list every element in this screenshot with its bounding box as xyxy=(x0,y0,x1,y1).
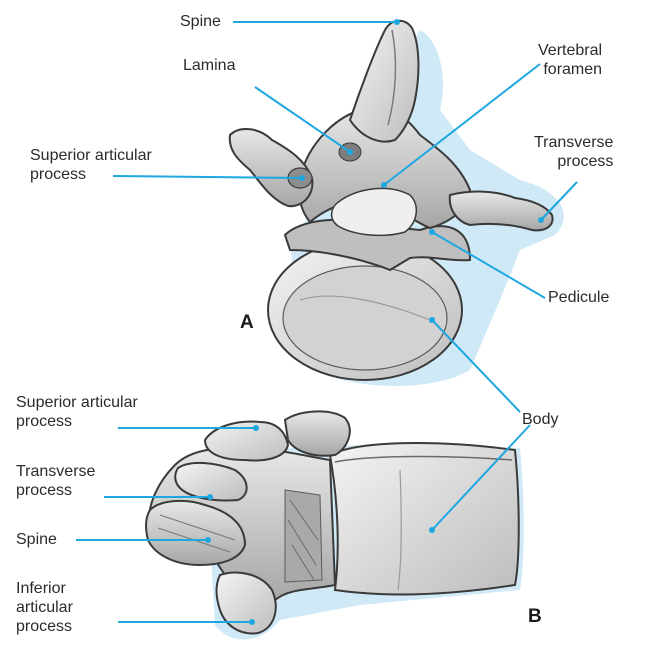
label-spine-a: Spine xyxy=(180,12,221,31)
leader-dot-superior-articular-b xyxy=(253,425,259,431)
label-body: Body xyxy=(522,410,558,429)
panel-label-a: A xyxy=(240,312,254,334)
leader-dot-transverse-a xyxy=(538,217,544,223)
leader-dot-spine-a xyxy=(394,19,400,25)
label-inferior-articular-b: Inferior articular process xyxy=(16,579,73,636)
pedicle-b xyxy=(285,490,322,582)
label-spine-b: Spine xyxy=(16,530,57,549)
leader-dot-lamina xyxy=(347,149,353,155)
leader-dot-body-b xyxy=(429,527,435,533)
leader-dot-spine-b xyxy=(205,537,211,543)
label-pedicule: Pedicule xyxy=(548,288,609,307)
panel-label-b: B xyxy=(528,606,542,628)
label-superior-articular-b: Superior articular process xyxy=(16,393,138,431)
label-transverse-a: Transverse process xyxy=(534,133,613,171)
body-surface-a xyxy=(283,266,447,370)
leader-dot-body-a xyxy=(429,317,435,323)
vertebra-lateral-view xyxy=(146,411,524,639)
label-superior-articular-a: Superior articular process xyxy=(30,146,152,184)
leader-dot-inferior-articular-b xyxy=(249,619,255,625)
leader-dot-superior-articular-a xyxy=(299,175,305,181)
vertebra-superior-view xyxy=(230,21,564,386)
leader-dot-vertebral-foramen xyxy=(381,182,387,188)
label-vertebral-foramen: Vertebral foramen xyxy=(538,41,602,79)
vertebral-body-b xyxy=(330,443,519,595)
leader-dot-transverse-b xyxy=(207,494,213,500)
label-transverse-b: Transverse process xyxy=(16,462,95,500)
label-lamina: Lamina xyxy=(183,56,235,75)
leader-dot-pedicule xyxy=(429,229,435,235)
